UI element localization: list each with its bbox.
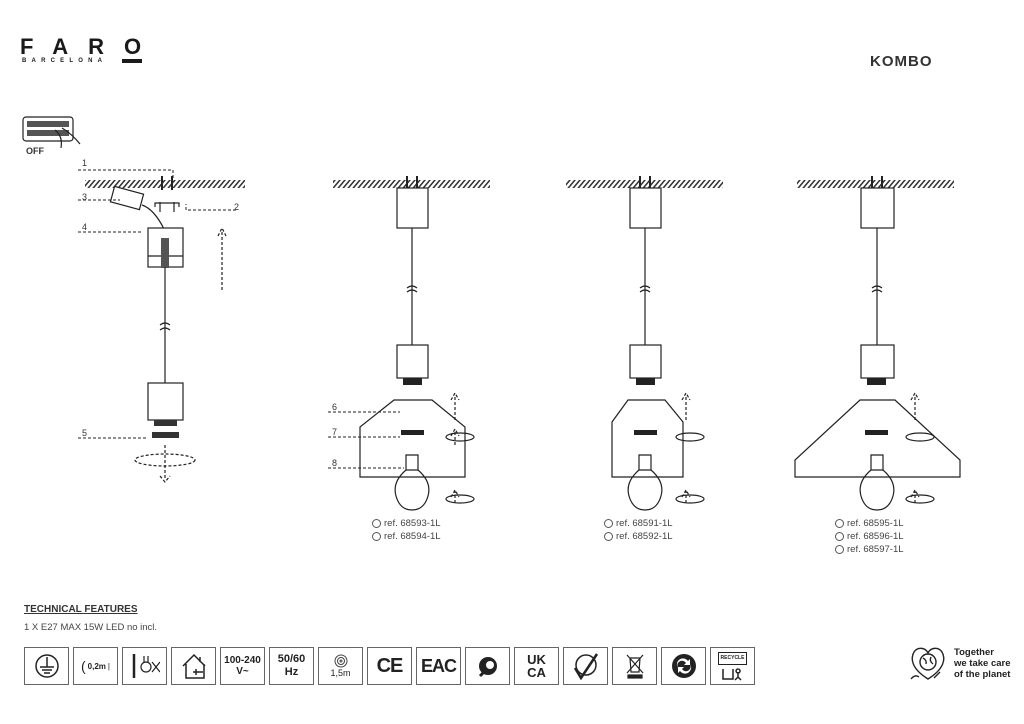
ce-mark-icon: CE xyxy=(367,647,412,685)
ref-option[interactable]: ref. 68595-1L xyxy=(835,517,904,530)
pendant-variant-1 xyxy=(328,176,490,511)
ref-option[interactable]: ref. 68597-1L xyxy=(835,543,904,556)
weee-bin-icon xyxy=(612,647,657,685)
certification-logo-icon xyxy=(465,647,510,685)
step-label: 6 xyxy=(332,402,337,412)
brand-logo: FARO xyxy=(20,34,162,59)
technical-spec: 1 X E27 MAX 15W LED no incl. xyxy=(24,622,158,633)
pendant-variant-3 xyxy=(794,176,961,511)
distance-icon: (0,2m| xyxy=(73,647,118,685)
rohs-icon xyxy=(563,647,608,685)
heart-globe-icon xyxy=(910,647,945,680)
radio-circle-icon xyxy=(835,519,844,528)
radio-circle-icon xyxy=(604,519,613,528)
installation-diagram: OFF 1 2 3 4 5 6 7 8 xyxy=(22,116,961,511)
pendant-variant-2 xyxy=(566,176,723,511)
ref-option[interactable]: ref. 68594-1L xyxy=(372,530,441,543)
ref-list-2: ref. 68591-1L ref. 68592-1L xyxy=(604,517,673,543)
radio-circle-icon xyxy=(372,532,381,541)
planet-line-2: we take care xyxy=(954,657,1011,669)
radio-circle-icon xyxy=(372,519,381,528)
step-label: 8 xyxy=(332,458,337,468)
indoor-use-icon xyxy=(171,647,216,685)
ref-option[interactable]: ref. 68592-1L xyxy=(604,530,673,543)
ref-option[interactable]: ref. 68593-1L xyxy=(372,517,441,530)
ref-option[interactable]: ref. 68591-1L xyxy=(604,517,673,530)
earth-ground-icon xyxy=(24,647,69,685)
step-label: 1 xyxy=(82,158,87,168)
planet-line-3: of the planet xyxy=(954,668,1011,680)
planet-badge: Together we take care of the planet xyxy=(908,645,1011,681)
radio-circle-icon xyxy=(835,532,844,541)
pendant-step-1 xyxy=(78,169,245,483)
switch-off-label: OFF xyxy=(26,146,44,156)
eac-mark-icon: EAC xyxy=(416,647,461,685)
recycle-icon: RECYCLE xyxy=(710,647,755,685)
radio-circle-icon xyxy=(604,532,613,541)
cable-length-icon: 1,5m xyxy=(318,647,363,685)
green-dot-icon xyxy=(661,647,706,685)
ref-list-3: ref. 68595-1L ref. 68596-1L ref. 68597-1… xyxy=(835,517,904,556)
no-dimmer-icon xyxy=(122,647,167,685)
step-label: 4 xyxy=(82,222,87,232)
product-title: KOMBO xyxy=(870,53,933,70)
step-label: 7 xyxy=(332,427,337,437)
switch-icon xyxy=(22,116,81,149)
step-label: 5 xyxy=(82,428,87,438)
planet-line-1: Together xyxy=(954,646,994,658)
technical-features-heading: TECHNICAL FEATURES xyxy=(24,604,138,615)
step-label: 3 xyxy=(82,192,87,202)
step-label: 2 xyxy=(234,202,239,212)
ref-list-1: ref. 68593-1L ref. 68594-1L xyxy=(372,517,441,543)
logo-bar xyxy=(122,59,142,63)
brand-logo-sub: BARCELONA xyxy=(22,58,108,64)
radio-circle-icon xyxy=(835,545,844,554)
ref-option[interactable]: ref. 68596-1L xyxy=(835,530,904,543)
